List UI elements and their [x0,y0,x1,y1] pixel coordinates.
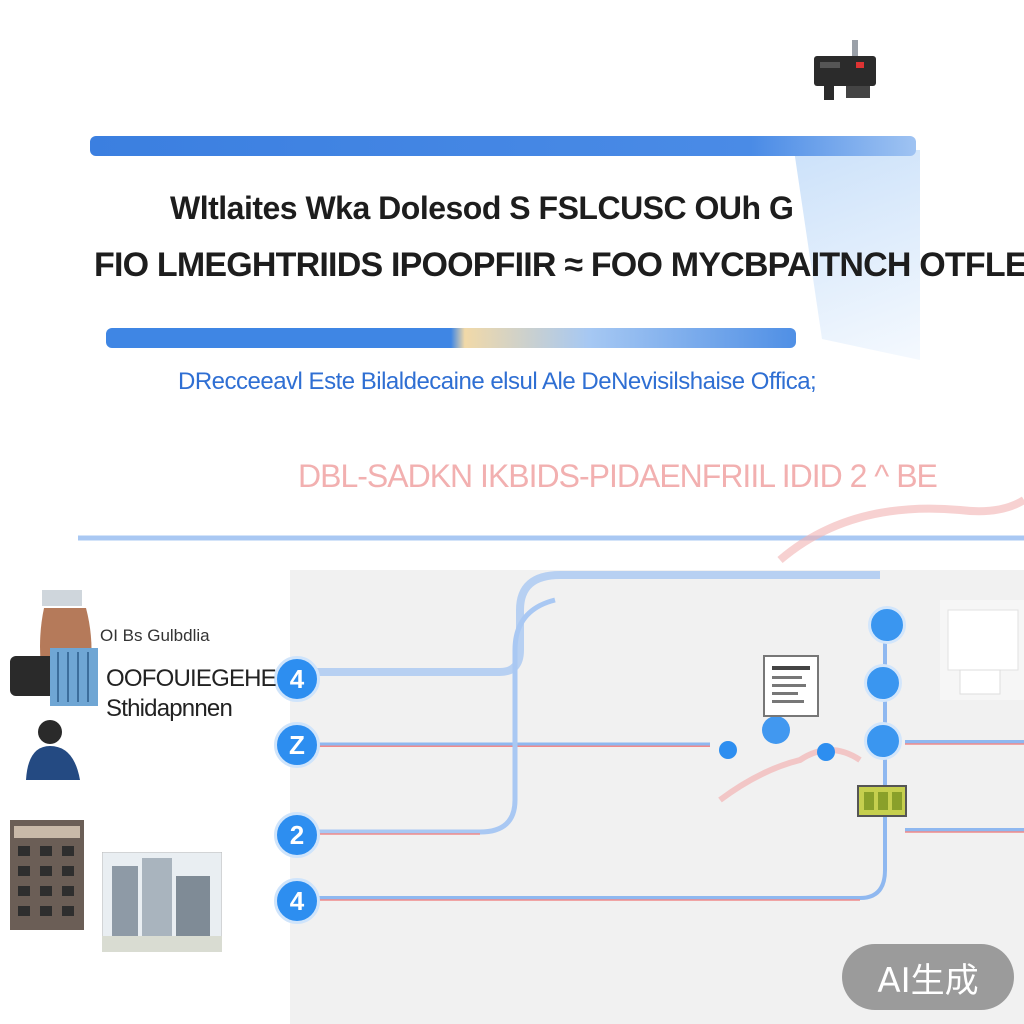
storage-block-icon [940,600,1024,700]
left-label-small: OI Bs Gulbdlia [100,626,210,645]
step-node-2: Z [274,722,320,768]
city-icon [102,852,222,952]
shelf-icon [857,785,907,817]
step-node-4: 4 [274,878,320,924]
ai-generated-badge: AI生成 [842,944,1014,1010]
banner-title-line-1: Wltlaites Wka Dolesod S FSLCUSC OUh G [170,190,794,226]
banner-title-line-2: FIO LMEGHTRIIDS IPOOPFIIR ≈ FOO MYCBPAIT… [94,246,1024,284]
left-label-line-1: OOFOUIEGEHE [106,665,277,692]
left-label-line-2: Sthidapnnen [106,695,233,722]
left-label-main: OOFOUIEGEHE Sthidapnnen [106,664,277,724]
person-icon [26,720,80,780]
step-node-3: 2 [274,812,320,858]
printer-icon [814,40,876,100]
step-node-1: 4 [274,656,320,702]
right-node-2 [864,664,902,702]
right-node-1 [868,606,906,644]
diagram-heading: DBL-SADKN IKBIDS-PIDAENFRIIL IDID 2 ^ BE [298,458,938,494]
worker-icon [10,590,98,706]
right-node-3 [864,722,902,760]
document-icon [763,655,819,717]
banner-top-bar [90,136,916,156]
banner-bottom-bar [106,328,796,348]
banner-subtitle: DRecceeavl Este Bilaldecaine elsul Ale D… [178,368,817,395]
building-icon [10,820,84,930]
